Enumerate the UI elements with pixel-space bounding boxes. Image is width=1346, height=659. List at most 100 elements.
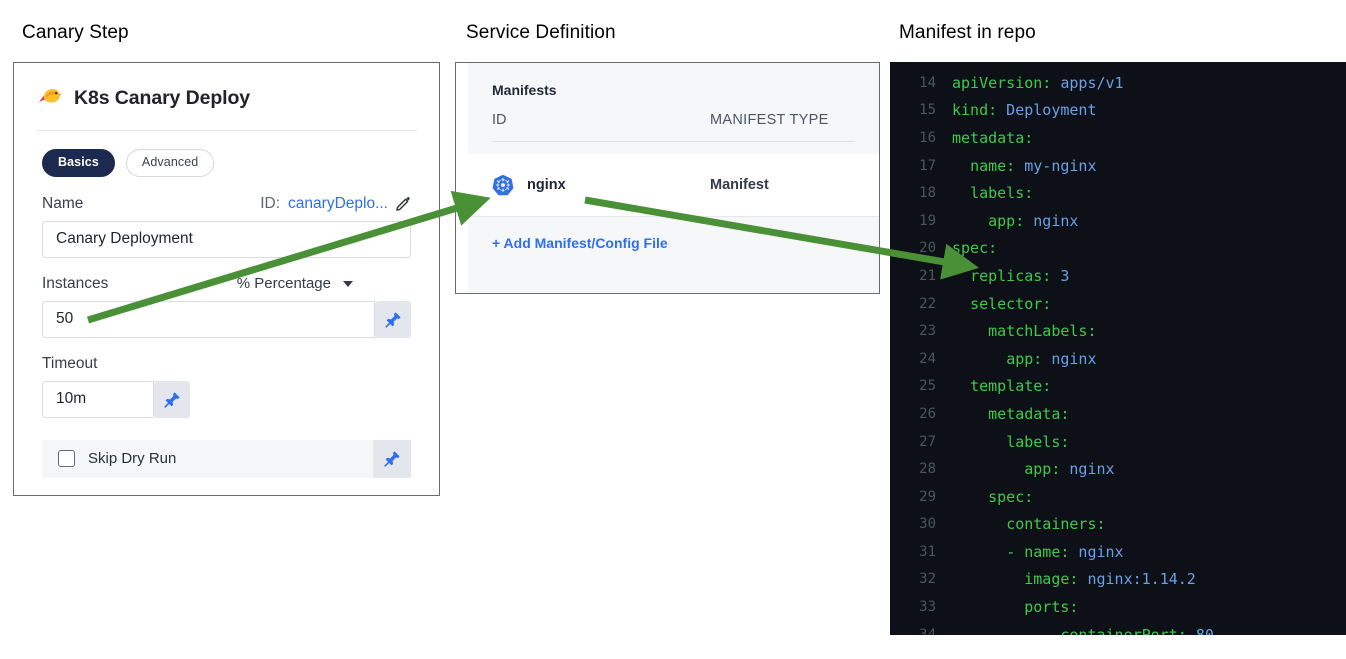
skip-dry-run-checkbox[interactable] xyxy=(58,450,75,467)
code-line-text: replicas: 3 xyxy=(970,266,1070,285)
step-header: K8s Canary Deploy xyxy=(14,63,439,112)
canary-step-panel: K8s Canary Deploy Basics Advanced Name I… xyxy=(13,62,440,496)
caption-manifest-in-repo: Manifest in repo xyxy=(899,22,1036,43)
code-line: 31 - name: nginx xyxy=(890,538,1346,566)
code-line: 34 - containerPort: 80 xyxy=(890,621,1346,635)
instances-unit-select[interactable]: % Percentage xyxy=(237,275,353,292)
header-divider xyxy=(36,130,417,131)
code-line-number: 31 xyxy=(919,543,936,560)
code-line: 17 name: my-nginx xyxy=(890,152,1346,180)
column-header-id: ID xyxy=(492,112,507,128)
kubernetes-icon xyxy=(492,174,514,196)
code-line-text: app: nginx xyxy=(1024,460,1115,479)
code-line-text: apiVersion: apps/v1 xyxy=(952,73,1124,92)
code-line: 33 ports: xyxy=(890,593,1346,621)
manifest-type-cell: Manifest xyxy=(710,177,769,193)
caption-service-definition: Service Definition xyxy=(466,22,616,43)
name-label-row: Name ID: canaryDeplo... xyxy=(42,195,411,213)
code-line-text: selector: xyxy=(970,294,1052,313)
code-line-number: 30 xyxy=(919,516,936,533)
code-line-text: spec: xyxy=(952,239,998,258)
code-line-text: name: my-nginx xyxy=(970,156,1097,175)
canary-bird-icon xyxy=(36,85,62,112)
code-line-number: 21 xyxy=(919,267,936,284)
code-line-text: image: nginx:1.14.2 xyxy=(1024,570,1196,589)
step-title: K8s Canary Deploy xyxy=(74,87,251,109)
code-line-number: 29 xyxy=(919,488,936,505)
code-line-number: 23 xyxy=(919,323,936,340)
timeout-input-wrap: 10m xyxy=(42,380,190,418)
code-line-number: 14 xyxy=(919,74,936,91)
manifest-id-cell: nginx xyxy=(527,177,566,193)
code-line-text: metadata: xyxy=(952,128,1034,147)
code-line: 23 matchLabels: xyxy=(890,317,1346,345)
canary-form-body: Basics Advanced Name ID: canaryDeplo... xyxy=(14,149,439,478)
code-line-text: matchLabels: xyxy=(988,322,1097,341)
code-line-text: - name: nginx xyxy=(1006,542,1124,561)
code-line-number: 32 xyxy=(919,571,936,588)
code-line: 24 app: nginx xyxy=(890,345,1346,373)
code-line: 18 labels: xyxy=(890,179,1346,207)
code-line: 22 selector: xyxy=(890,290,1346,318)
skip-dry-run-pin-button[interactable] xyxy=(373,439,411,478)
code-line: 15 kind: Deployment xyxy=(890,97,1346,125)
id-value-link[interactable]: canaryDeplo... xyxy=(288,194,388,212)
code-line: 32 image: nginx:1.14.2 xyxy=(890,566,1346,594)
table-header-divider xyxy=(492,141,855,142)
timeout-input-value: 10m xyxy=(56,390,87,407)
code-line-number: 19 xyxy=(919,212,936,229)
code-line-number: 18 xyxy=(919,185,936,202)
add-manifest-link[interactable]: + Add Manifest/Config File xyxy=(492,235,668,251)
code-line-number: 34 xyxy=(919,626,936,635)
skip-dry-run-row[interactable]: Skip Dry Run xyxy=(42,439,411,478)
step-id-group: ID: canaryDeplo... xyxy=(260,195,411,213)
code-line: 28 app: nginx xyxy=(890,455,1346,483)
skip-dry-run-label: Skip Dry Run xyxy=(88,450,177,467)
code-line-number: 28 xyxy=(919,461,936,478)
caption-canary-step: Canary Step xyxy=(22,22,129,43)
code-line-text: template: xyxy=(970,377,1052,396)
name-input-value: Canary Deployment xyxy=(56,230,193,247)
code-line: 25 template: xyxy=(890,373,1346,401)
table-row[interactable]: nginx Manifest xyxy=(468,154,879,217)
code-line-number: 27 xyxy=(919,433,936,450)
column-header-manifest-type: MANIFEST TYPE xyxy=(710,112,829,128)
id-prefix-label: ID: xyxy=(260,194,281,212)
code-line: 29 spec: xyxy=(890,483,1346,511)
code-line: 27 labels: xyxy=(890,428,1346,456)
code-line-text: metadata: xyxy=(988,404,1070,423)
name-input[interactable]: Canary Deployment xyxy=(42,220,411,258)
name-label: Name xyxy=(42,194,84,212)
service-definition-panel: Manifests ID MANIFEST TYPE xyxy=(455,62,880,294)
tab-basics[interactable]: Basics xyxy=(42,149,115,177)
code-line-number: 17 xyxy=(919,157,936,174)
code-line-number: 15 xyxy=(919,102,936,119)
manifests-card: Manifests ID MANIFEST TYPE xyxy=(468,63,879,293)
timeout-input[interactable]: 10m xyxy=(42,380,154,418)
code-line: 26 metadata: xyxy=(890,400,1346,428)
code-line-text: labels: xyxy=(970,184,1034,203)
timeout-pin-button[interactable] xyxy=(154,380,190,418)
instances-pin-button[interactable] xyxy=(375,300,411,338)
pencil-icon[interactable] xyxy=(396,196,411,211)
code-line-text: kind: Deployment xyxy=(952,101,1097,120)
tab-advanced[interactable]: Advanced xyxy=(125,149,215,177)
instances-input-value: 50 xyxy=(56,310,74,327)
timeout-label: Timeout xyxy=(42,354,98,372)
chevron-down-icon xyxy=(343,280,353,287)
code-line-text: app: nginx xyxy=(1006,349,1097,368)
code-line-text: labels: xyxy=(1006,432,1070,451)
instances-input-wrap: 50 xyxy=(42,300,411,338)
code-line: 30 containers: xyxy=(890,511,1346,539)
code-line-number: 33 xyxy=(919,599,936,616)
instances-label: Instances xyxy=(42,274,109,292)
instances-input[interactable]: 50 xyxy=(42,300,375,338)
code-line-text: containers: xyxy=(1006,515,1106,534)
code-line: 21 replicas: 3 xyxy=(890,262,1346,290)
name-input-wrap: Canary Deployment xyxy=(42,213,411,258)
code-line-number: 25 xyxy=(919,378,936,395)
